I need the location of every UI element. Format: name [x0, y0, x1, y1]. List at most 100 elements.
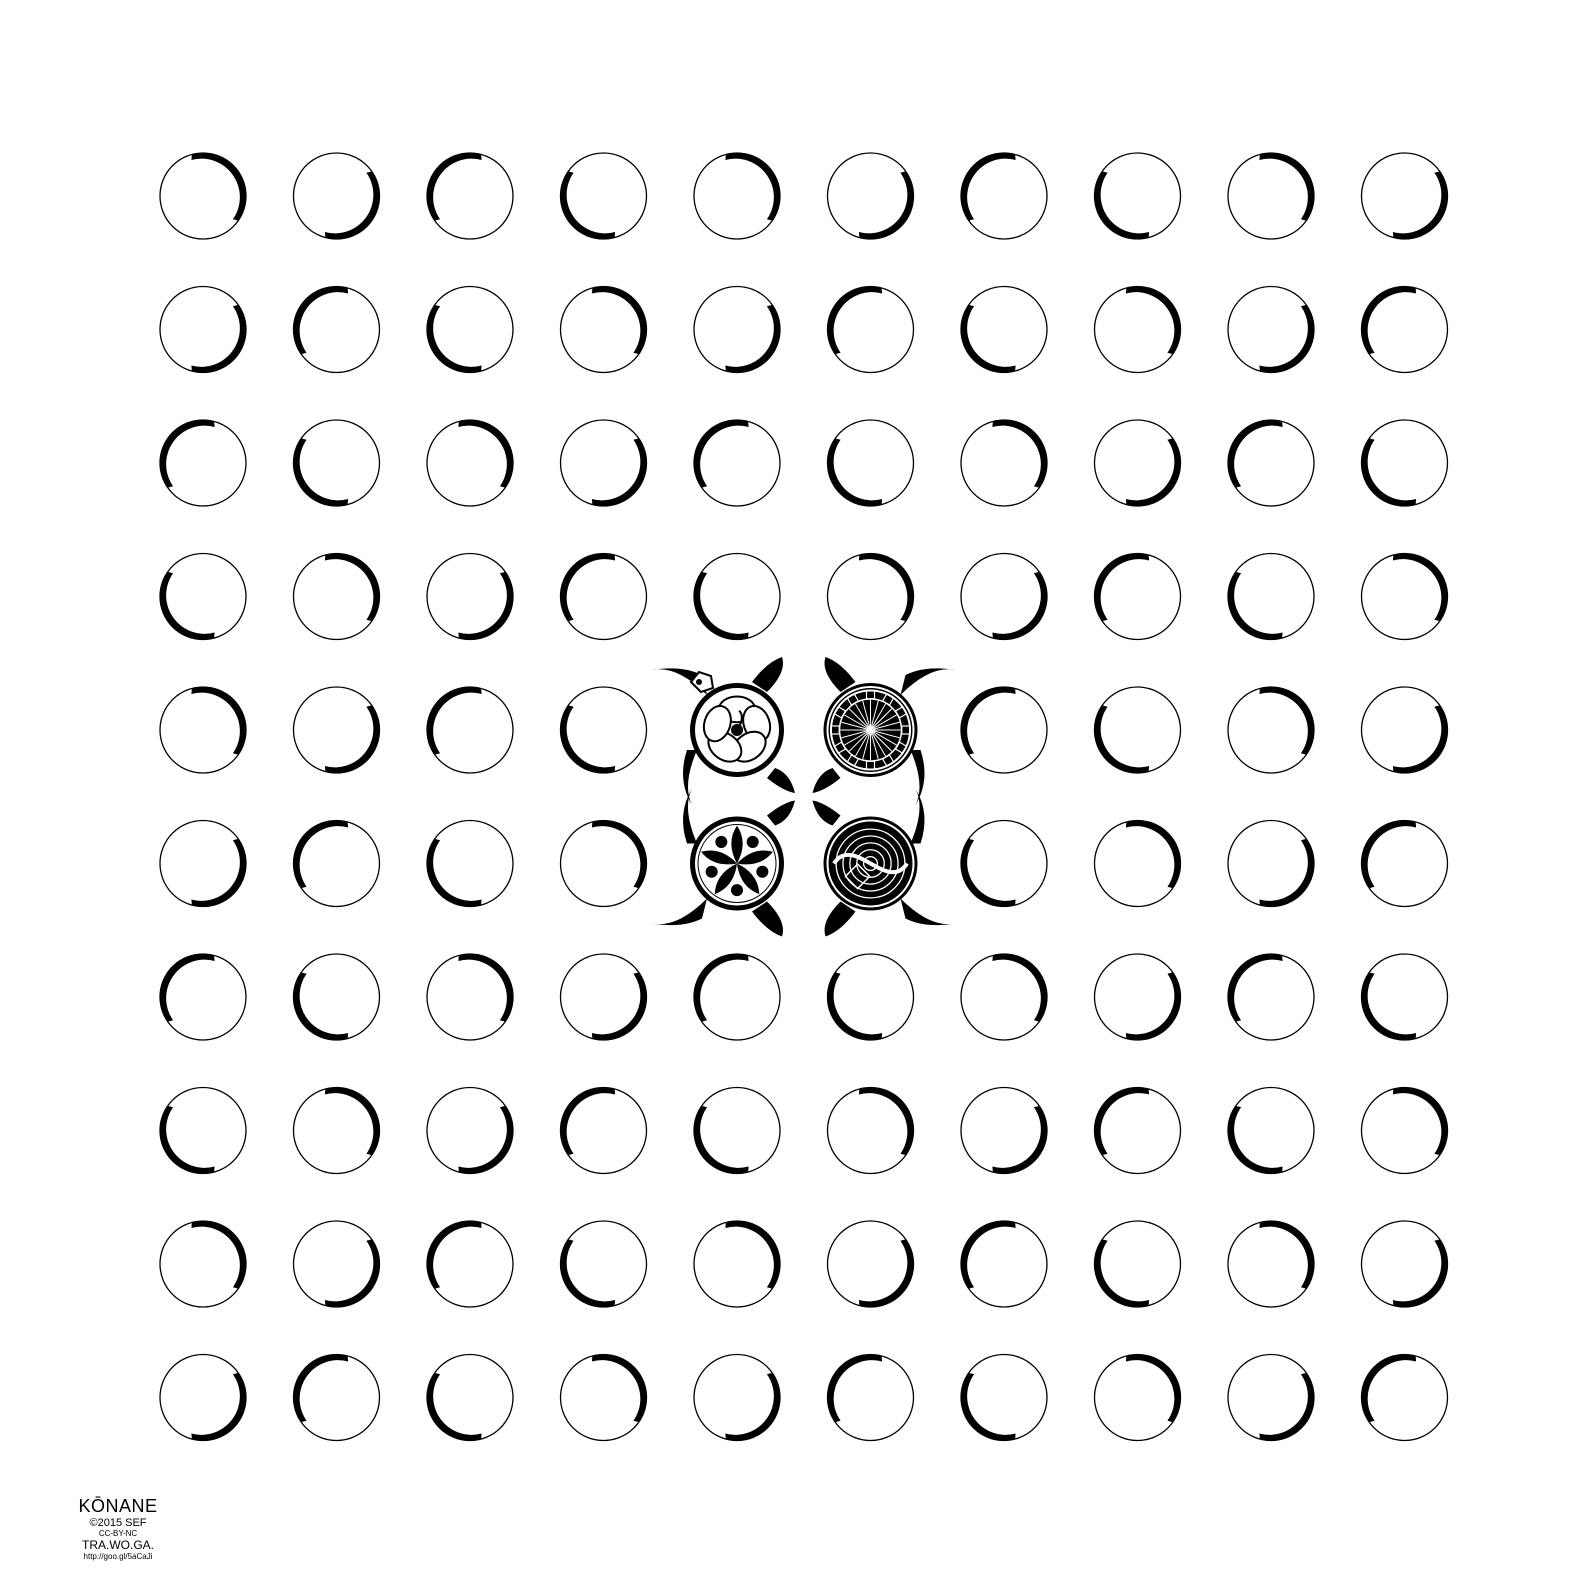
board-hole[interactable]	[292, 285, 381, 374]
board-hole[interactable]	[693, 552, 781, 641]
star-flower-turtle-icon[interactable]	[652, 788, 795, 937]
board-hole[interactable]	[826, 1353, 915, 1442]
board-hole[interactable]	[159, 419, 247, 507]
board-hole[interactable]	[1227, 552, 1315, 641]
board-hole[interactable]	[159, 1220, 247, 1308]
board-hole[interactable]	[292, 552, 381, 641]
board-hole[interactable]	[559, 1220, 648, 1308]
board-hole[interactable]	[426, 1220, 514, 1308]
board-hole[interactable]	[960, 686, 1048, 774]
board-hole[interactable]	[559, 819, 648, 908]
board-hole[interactable]	[1360, 1086, 1449, 1175]
board-hole[interactable]	[426, 1353, 514, 1442]
board-hole[interactable]	[159, 1086, 247, 1175]
board-hole[interactable]	[826, 1220, 915, 1308]
board-hole[interactable]	[426, 285, 514, 374]
board-hole[interactable]	[426, 419, 514, 507]
board-hole[interactable]	[826, 1086, 915, 1175]
board-hole[interactable]	[426, 1086, 514, 1175]
board-hole[interactable]	[1093, 285, 1182, 374]
board-hole[interactable]	[693, 419, 781, 507]
board-hole[interactable]	[960, 1086, 1048, 1175]
board-hole[interactable]	[292, 152, 381, 240]
board-hole[interactable]	[693, 285, 781, 374]
board-hole[interactable]	[826, 419, 915, 507]
board-hole[interactable]	[1227, 152, 1315, 240]
hibiscus-turtle-icon[interactable]	[652, 657, 795, 805]
board-hole[interactable]	[559, 152, 648, 240]
board-hole[interactable]	[559, 419, 648, 507]
board-hole[interactable]	[1093, 686, 1182, 774]
board-hole[interactable]	[1093, 819, 1182, 908]
board-hole[interactable]	[1227, 1220, 1315, 1308]
board-hole[interactable]	[559, 953, 648, 1041]
board-hole[interactable]	[960, 285, 1048, 374]
wave-turtle-icon[interactable]	[812, 788, 956, 937]
board-hole[interactable]	[1360, 953, 1449, 1041]
board-hole[interactable]	[1227, 819, 1315, 908]
board-hole[interactable]	[559, 686, 648, 774]
board-hole[interactable]	[1227, 1086, 1315, 1175]
board-hole[interactable]	[292, 953, 381, 1041]
board-hole[interactable]	[292, 1086, 381, 1175]
board-hole[interactable]	[1227, 285, 1315, 374]
board-hole[interactable]	[1227, 686, 1315, 774]
board-hole[interactable]	[292, 1353, 381, 1442]
board-hole[interactable]	[426, 552, 514, 641]
geometric-turtle-icon[interactable]	[812, 657, 956, 805]
board-hole[interactable]	[1227, 1353, 1315, 1442]
board-hole[interactable]	[559, 552, 648, 641]
board-hole[interactable]	[159, 686, 247, 774]
board-hole[interactable]	[960, 1220, 1048, 1308]
board-hole[interactable]	[826, 953, 915, 1041]
board-hole[interactable]	[826, 285, 915, 374]
board-hole[interactable]	[426, 152, 514, 240]
board-hole[interactable]	[1093, 1220, 1182, 1308]
board-hole[interactable]	[960, 1353, 1048, 1442]
board-hole[interactable]	[960, 953, 1048, 1041]
board-hole[interactable]	[292, 819, 381, 908]
board-hole[interactable]	[1360, 819, 1449, 908]
board-hole[interactable]	[1093, 419, 1182, 507]
board-hole[interactable]	[960, 152, 1048, 240]
board-hole[interactable]	[159, 1353, 247, 1442]
board-hole[interactable]	[1360, 152, 1449, 240]
board-hole[interactable]	[826, 152, 915, 240]
board-hole[interactable]	[159, 152, 247, 240]
board-hole[interactable]	[159, 552, 247, 641]
board-hole[interactable]	[1227, 953, 1315, 1041]
board-hole[interactable]	[1093, 1086, 1182, 1175]
board-hole[interactable]	[159, 285, 247, 374]
board-hole[interactable]	[1093, 152, 1182, 240]
board-hole[interactable]	[559, 1086, 648, 1175]
board-hole[interactable]	[1360, 1220, 1449, 1308]
board-hole[interactable]	[1093, 1353, 1182, 1442]
board-hole[interactable]	[693, 1086, 781, 1175]
board-hole[interactable]	[1093, 953, 1182, 1041]
board-hole[interactable]	[292, 419, 381, 507]
board-hole[interactable]	[1227, 419, 1315, 507]
board-hole[interactable]	[159, 819, 247, 908]
board-hole[interactable]	[693, 152, 781, 240]
board-hole[interactable]	[159, 953, 247, 1041]
board-hole[interactable]	[559, 285, 648, 374]
board-hole[interactable]	[426, 686, 514, 774]
board-hole[interactable]	[426, 953, 514, 1041]
board-hole[interactable]	[693, 1353, 781, 1442]
board-hole[interactable]	[1360, 552, 1449, 641]
board-hole[interactable]	[426, 819, 514, 908]
board-hole[interactable]	[826, 552, 915, 641]
board-hole[interactable]	[693, 1220, 781, 1308]
board-hole[interactable]	[1360, 285, 1449, 374]
board-hole[interactable]	[1360, 686, 1449, 774]
board-hole[interactable]	[1093, 552, 1182, 641]
board-hole[interactable]	[559, 1353, 648, 1442]
board-hole[interactable]	[960, 419, 1048, 507]
board-hole[interactable]	[1360, 419, 1449, 507]
board-hole[interactable]	[960, 819, 1048, 908]
board-hole[interactable]	[693, 953, 781, 1041]
board-hole[interactable]	[292, 686, 381, 774]
board-hole[interactable]	[292, 1220, 381, 1308]
board-hole[interactable]	[1360, 1353, 1449, 1442]
board-hole[interactable]	[960, 552, 1048, 641]
